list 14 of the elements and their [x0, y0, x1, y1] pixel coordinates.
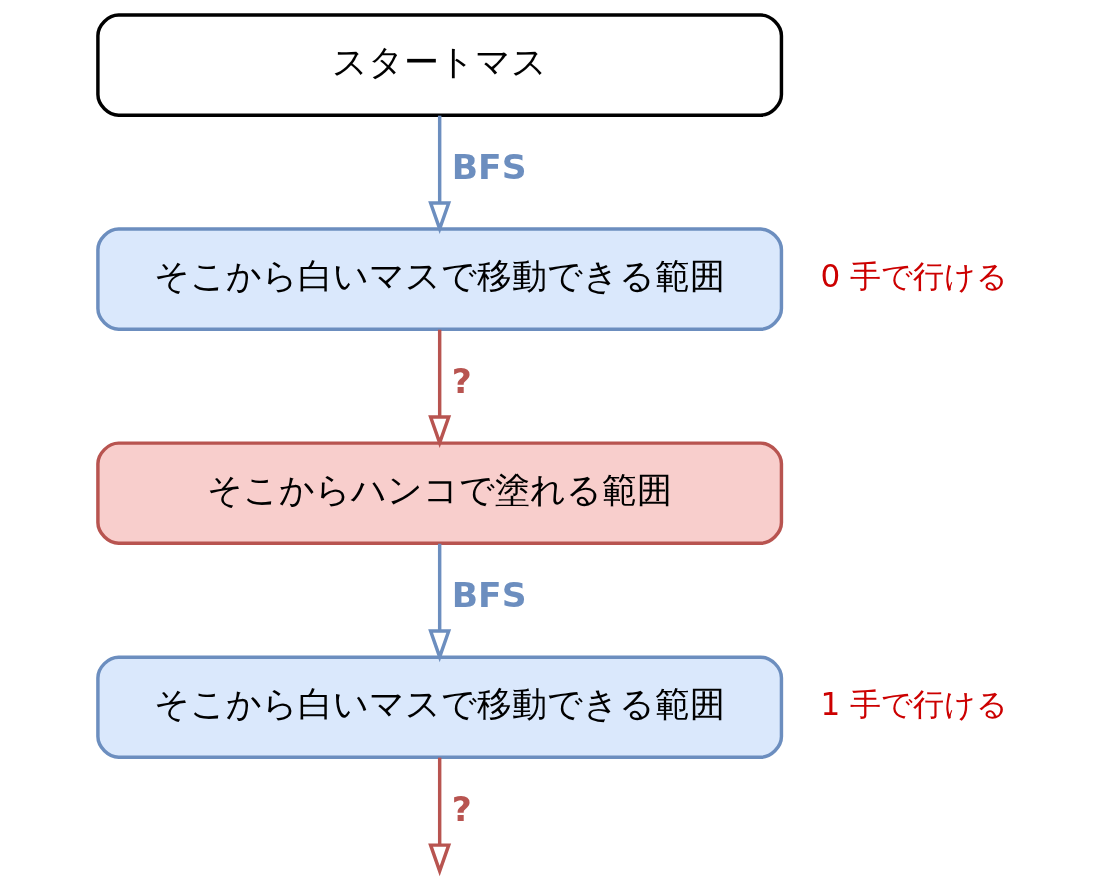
- node-box: そこからハンコで塗れる範囲: [95, 441, 783, 545]
- arrow: [427, 329, 451, 449]
- node-box: そこから白いマスで移動できる範囲: [95, 655, 783, 759]
- edge-label: BFS: [451, 147, 527, 188]
- arrow: [427, 543, 451, 663]
- edge-label: ?: [451, 789, 472, 830]
- arrow: [427, 115, 451, 235]
- arrow: [427, 757, 451, 877]
- node-label: 1 手で行ける: [820, 685, 1008, 722]
- node-box: そこから白いマスで移動できる範囲: [95, 227, 783, 331]
- node-box: スタートマス: [95, 13, 783, 117]
- edge-label: ?: [451, 361, 472, 402]
- node-label: 0 手で行ける: [820, 257, 1008, 294]
- edge-label: BFS: [451, 575, 527, 616]
